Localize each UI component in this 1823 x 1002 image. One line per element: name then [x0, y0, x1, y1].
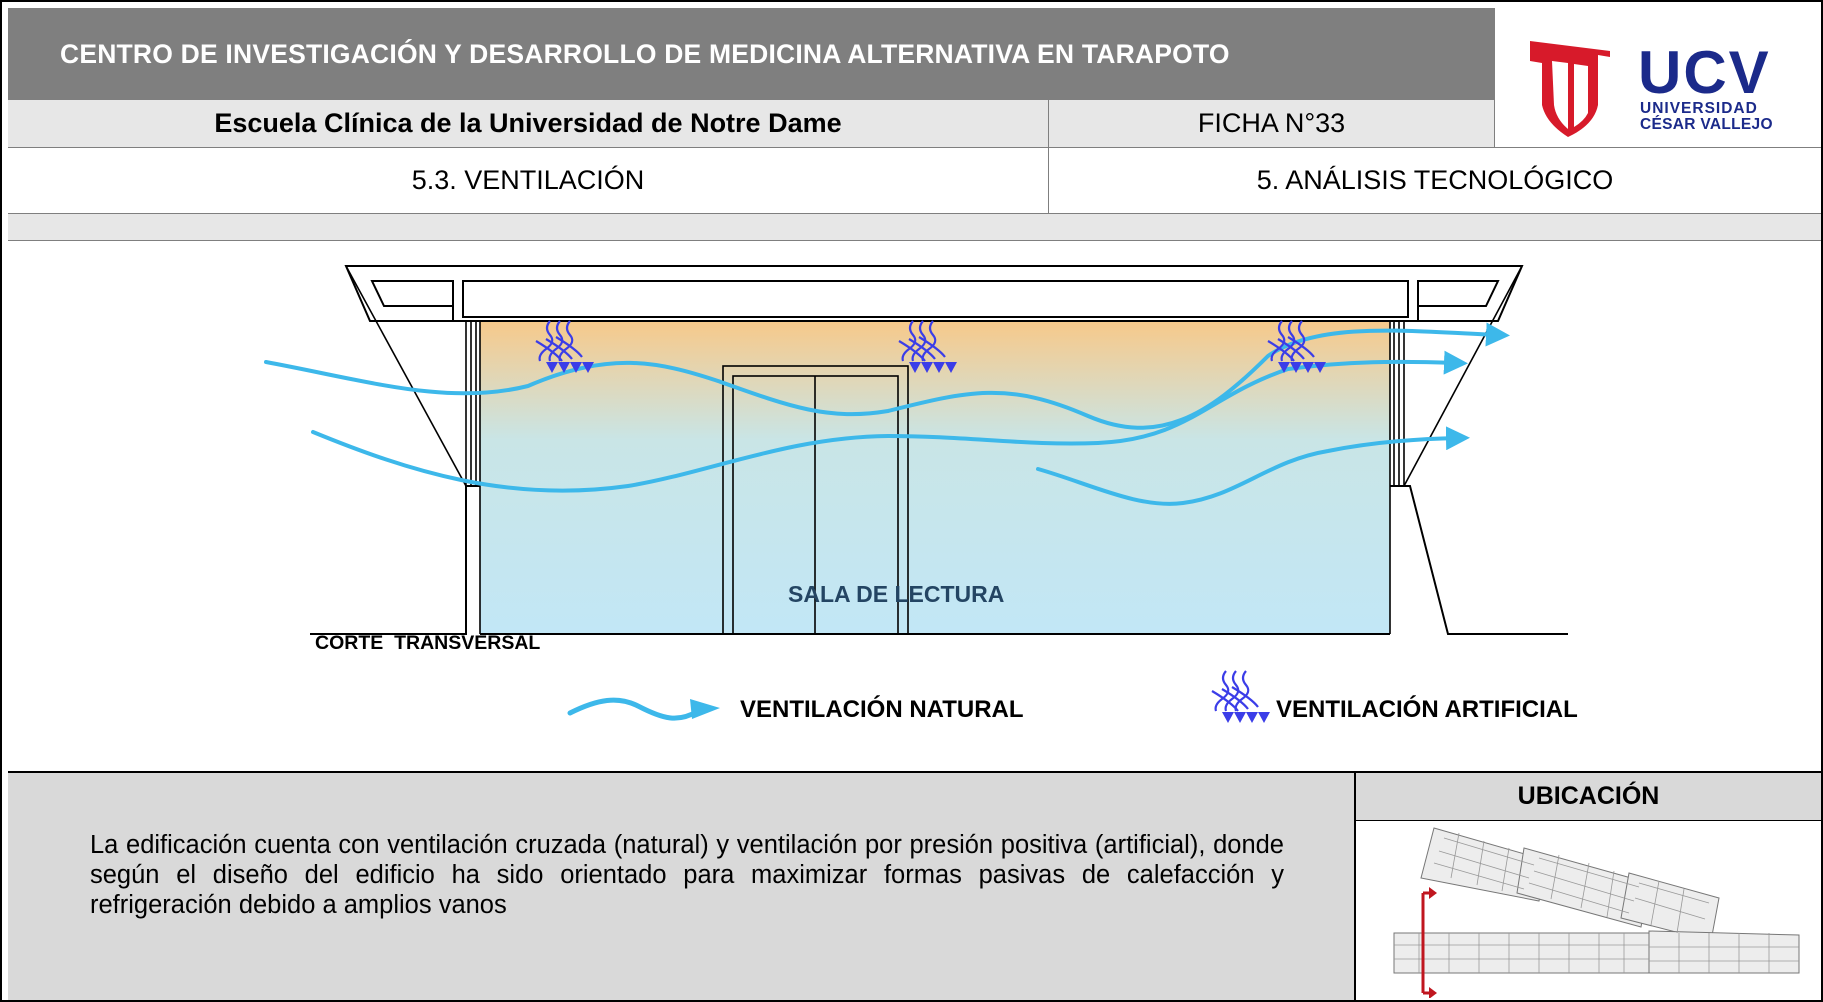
room-label: SALA DE LECTURA [788, 581, 1004, 607]
project-title: CENTRO DE INVESTIGACIÓN Y DESARROLLO DE … [8, 8, 1494, 100]
legend-natural-icon [567, 697, 720, 721]
airflow-middle [311, 350, 1468, 493]
location-heading: UBICACIÓN [1354, 773, 1821, 821]
ucv-logo: UCV UNIVERSIDAD CÉSAR VALLEJO [1530, 39, 1773, 137]
legend-artificial-label: VENTILACIÓN ARTIFICIAL [1276, 695, 1578, 723]
logo-line2: CÉSAR VALLEJO [1640, 116, 1773, 133]
description-text: La edificación cuenta con ventilación cr… [90, 831, 1284, 919]
spacer-band [8, 214, 1821, 241]
description-panel: La edificación cuenta con ventilación cr… [8, 773, 1354, 1000]
section-title: 5. ANÁLISIS TECNOLÓGICO [1048, 148, 1821, 214]
reading-room-interior [480, 321, 1390, 634]
section-drawing: SALA DE LECTURA CORTE TRANSVERSAL VENTIL… [264, 265, 1578, 725]
subsection-title: 5.3. VENTILACIÓN [8, 148, 1048, 214]
side-glazing [345, 265, 1523, 634]
bottom-divider [8, 771, 1821, 773]
ventilation-section-diagram: SALA DE LECTURA CORTE TRANSVERSAL VENTIL… [8, 241, 1821, 772]
airflow-lower [1036, 426, 1470, 506]
legend-artificial-icon [1210, 669, 1272, 725]
logo-line1: UNIVERSIDAD [1640, 100, 1758, 117]
university-logo: UCV UNIVERSIDAD CÉSAR VALLEJO [1494, 8, 1821, 148]
entrance-door [722, 365, 909, 635]
roof-structure [344, 265, 1524, 322]
ucv-shield-icon [1530, 40, 1610, 137]
logo-acronym: UCV [1638, 39, 1771, 106]
legend: VENTILACIÓN NATURAL VENTILACIÓN ARTIFICI… [567, 669, 1578, 725]
location-plan [1354, 821, 1821, 1000]
airflow-upper [264, 322, 1510, 430]
location-plan-drawing [1393, 827, 1799, 998]
sheet-number: FICHA N°33 [1048, 100, 1494, 148]
natural-airflow-arrows [264, 322, 1510, 506]
section-label: CORTE TRANSVERSAL [315, 632, 540, 654]
legend-natural-label: VENTILACIÓN NATURAL [740, 695, 1024, 723]
case-study-name: Escuela Clínica de la Universidad de Not… [8, 100, 1048, 148]
ground-line [310, 485, 1568, 635]
